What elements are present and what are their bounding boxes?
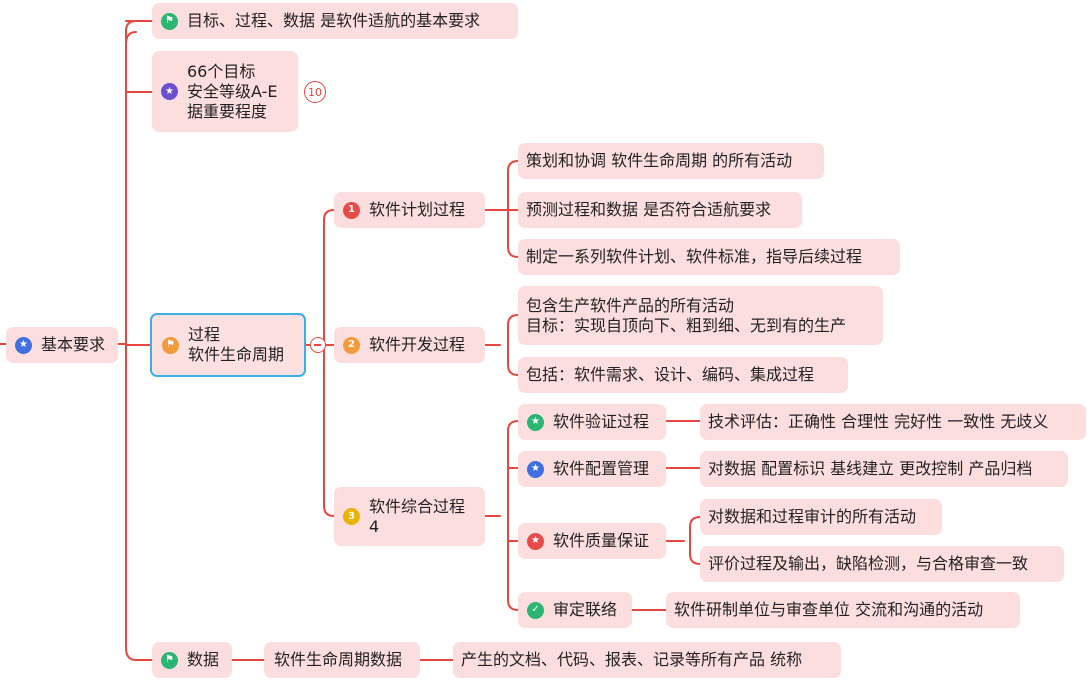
star-icon: ★ <box>527 532 544 550</box>
verify-node[interactable]: ★ 软件验证过程 <box>518 404 666 440</box>
targets-line-1: 66个目标 <box>187 61 256 81</box>
dev-item-1[interactable]: 包含生产软件产品的所有活动 目标：实现自顶向下、粗到细、无到有的生产 <box>518 286 883 345</box>
dev-item-2[interactable]: 包括：软件需求、设计、编码、集成过程 <box>518 357 848 393</box>
plan-item-2[interactable]: 预测过程和数据 是否符合适航要求 <box>518 192 802 228</box>
plan-item-3[interactable]: 制定一系列软件计划、软件标准，指导后续过程 <box>518 239 900 275</box>
connector-level2-trunk <box>323 209 335 517</box>
config-node[interactable]: ★ 软件配置管理 <box>518 451 666 487</box>
root-label: 基本要求 <box>41 335 106 354</box>
plan-label: 软件计划过程 <box>369 200 466 219</box>
verify-label: 软件验证过程 <box>553 412 650 431</box>
star-icon: ★ <box>527 413 544 431</box>
quality-label: 软件质量保证 <box>553 531 650 550</box>
targets-line-2: 安全等级A-E <box>187 81 278 101</box>
dev-node[interactable]: 2 软件开发过程 <box>334 327 485 363</box>
root-node[interactable]: ★ 基本要求 <box>6 327 118 363</box>
plan-node[interactable]: 1 软件计划过程 <box>334 192 485 228</box>
integ-line-1: 软件综合过程 <box>369 496 466 516</box>
plan-item-2-label: 预测过程和数据 是否符合适航要求 <box>526 200 772 219</box>
config-detail-label: 对数据 配置标识 基线建立 更改控制 产品归档 <box>708 459 1033 478</box>
targets-text: 66个目标 安全等级A-E 据重要程度 <box>187 62 277 122</box>
dev-item-1-line-2: 目标：实现自顶向下、粗到细、无到有的生产 <box>526 315 847 335</box>
star-icon: ★ <box>527 460 544 478</box>
verify-detail[interactable]: 技术评估：正确性 合理性 完好性 一致性 无歧义 <box>700 404 1086 440</box>
data-node[interactable]: ⚑ 数据 <box>152 642 232 678</box>
quality-node[interactable]: ★ 软件质量保证 <box>518 523 666 559</box>
data-desc-label: 产生的文档、代码、报表、记录等所有产品 统称 <box>461 650 803 669</box>
liaison-node[interactable]: ✓ 审定联络 <box>518 592 632 628</box>
plan-item-3-label: 制定一系列软件计划、软件标准，指导后续过程 <box>526 247 863 266</box>
config-label: 软件配置管理 <box>553 459 650 478</box>
quality-detail-1-label: 对数据和过程审计的所有活动 <box>708 507 917 526</box>
number-3-icon: 3 <box>343 508 360 525</box>
center-text: 过程 软件生命周期 <box>188 325 284 365</box>
lifecycle-data-label: 软件生命周期数据 <box>274 650 403 669</box>
count-badge[interactable]: 10 <box>304 81 326 103</box>
connector-trunk-top <box>125 20 137 45</box>
star-icon: ★ <box>161 83 178 100</box>
center-line-2: 软件生命周期 <box>188 345 285 364</box>
star-icon: ★ <box>15 336 32 354</box>
number-1-icon: 1 <box>343 201 360 219</box>
goal-node[interactable]: ⚑ 目标、过程、数据 是软件适航的基本要求 <box>152 3 518 39</box>
integ-text: 软件综合过程 4 <box>369 497 465 537</box>
config-detail[interactable]: 对数据 配置标识 基线建立 更改控制 产品归档 <box>700 451 1068 487</box>
targets-line-3: 据重要程度 <box>187 101 268 121</box>
dev-item-2-label: 包括：软件需求、设计、编码、集成过程 <box>526 365 815 384</box>
integ-node[interactable]: 3 软件综合过程 4 <box>334 487 485 546</box>
integ-line-2: 4 <box>369 516 380 536</box>
flag-icon: ⚑ <box>161 12 178 30</box>
data-label: 数据 <box>187 650 220 669</box>
plan-item-1-label: 策划和协调 软件生命周期 的所有活动 <box>526 151 793 170</box>
quality-detail-2[interactable]: 评价过程及输出，缺陷检测，与合格审查一致 <box>700 546 1064 582</box>
connector-quality-trunk <box>689 516 701 565</box>
liaison-label: 审定联络 <box>553 600 618 619</box>
number-2-icon: 2 <box>343 336 360 354</box>
dev-item-1-line-1: 包含生产软件产品的所有活动 <box>526 295 735 315</box>
connector-dev-trunk <box>507 314 519 376</box>
flag-icon: ⚑ <box>161 651 178 669</box>
dev-label: 软件开发过程 <box>369 335 466 354</box>
quality-detail-1[interactable]: 对数据和过程审计的所有活动 <box>700 499 942 535</box>
collapse-toggle[interactable] <box>310 337 326 353</box>
liaison-detail-label: 软件研制单位与审查单位 交流和沟通的活动 <box>674 600 984 619</box>
connector-integ-trunk <box>507 420 519 611</box>
targets-node[interactable]: ★ 66个目标 安全等级A-E 据重要程度 <box>152 51 298 132</box>
flag-icon: ⚑ <box>162 336 179 354</box>
check-icon: ✓ <box>527 601 544 619</box>
data-desc-node[interactable]: 产生的文档、代码、报表、记录等所有产品 统称 <box>453 642 841 678</box>
dev-item-1-text: 包含生产软件产品的所有活动 目标：实现自顶向下、粗到细、无到有的生产 <box>526 296 846 336</box>
liaison-detail[interactable]: 软件研制单位与审查单位 交流和沟通的活动 <box>666 592 1020 628</box>
quality-detail-2-label: 评价过程及输出，缺陷检测，与合格审查一致 <box>708 554 1029 573</box>
center-node[interactable]: ⚑ 过程 软件生命周期 <box>150 313 306 377</box>
verify-detail-label: 技术评估：正确性 合理性 完好性 一致性 无歧义 <box>708 412 1049 431</box>
lifecycle-data-node[interactable]: 软件生命周期数据 <box>264 642 420 678</box>
center-line-1: 过程 <box>188 325 221 344</box>
goal-label: 目标、过程、数据 是软件适航的基本要求 <box>187 11 481 30</box>
plan-item-1[interactable]: 策划和协调 软件生命周期 的所有活动 <box>518 143 824 179</box>
